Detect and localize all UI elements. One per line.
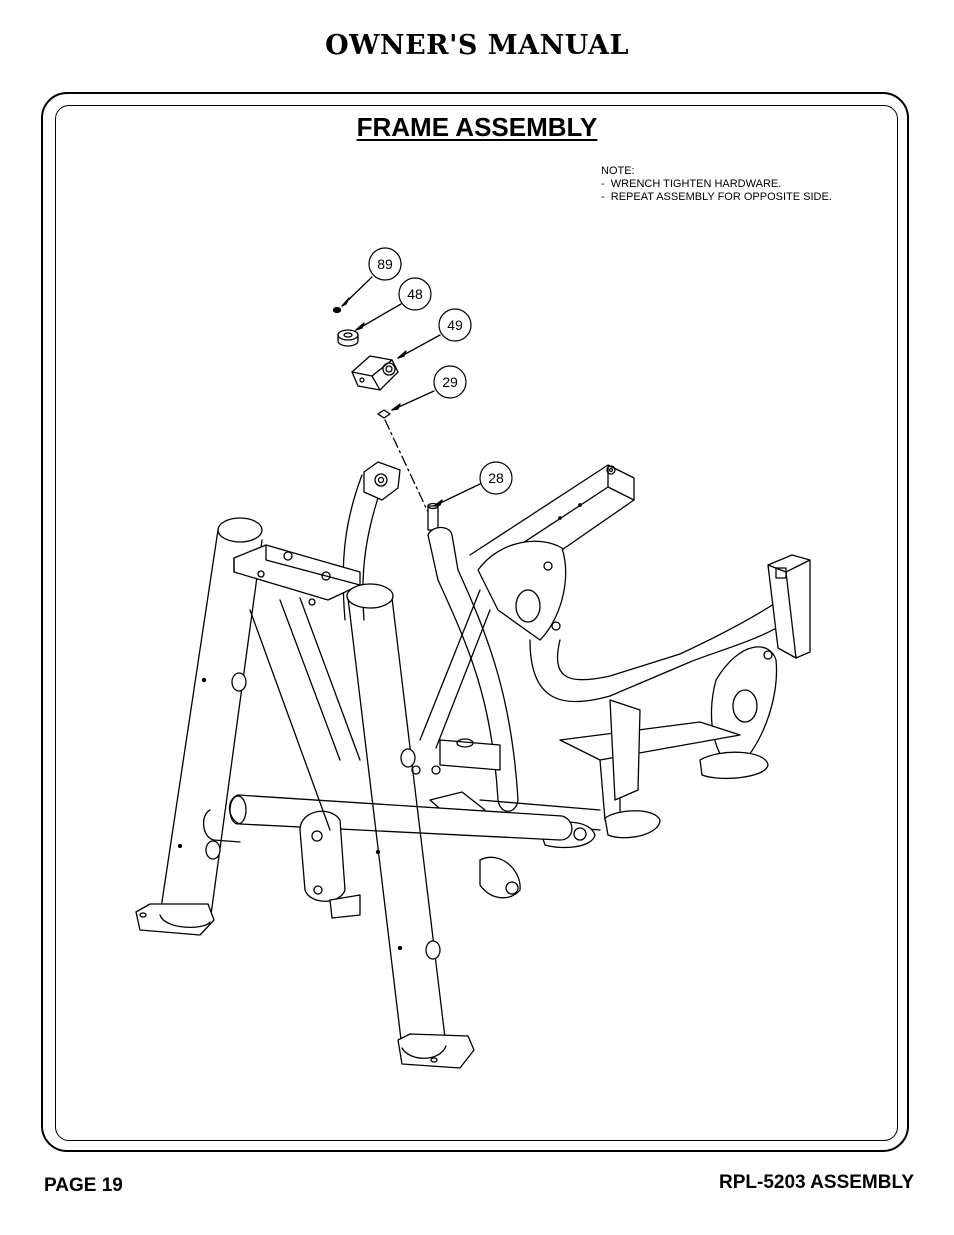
manual-title: OWNER'S MANUAL bbox=[325, 30, 629, 61]
pivot-plate bbox=[477, 540, 567, 641]
diagonal-brace bbox=[249, 589, 491, 831]
right-leg bbox=[346, 583, 475, 1069]
callout-label-48: 48 bbox=[407, 286, 423, 302]
right-upright bbox=[767, 554, 811, 659]
callout-bubble-48 bbox=[398, 277, 432, 311]
note-line-2: - REPEAT ASSEMBLY FOR OPPOSITE SIDE. bbox=[601, 191, 832, 203]
right-pivot-plate bbox=[699, 646, 778, 780]
section-title: FRAME ASSEMBLY bbox=[356, 112, 598, 142]
callout-label-49: 49 bbox=[447, 317, 463, 333]
callout-bubble-28 bbox=[479, 461, 513, 495]
callout-bubble-49 bbox=[438, 308, 472, 342]
crossmember bbox=[203, 794, 573, 919]
callout-bubble-89 bbox=[368, 247, 402, 281]
left-leg bbox=[135, 517, 263, 936]
fastener-29 bbox=[377, 409, 391, 419]
top-bracket bbox=[233, 544, 361, 606]
callout-label-89: 89 bbox=[377, 256, 393, 272]
leader-lines bbox=[341, 276, 481, 507]
callout-label-28: 28 bbox=[488, 470, 504, 486]
note-line-1: - WRENCH TIGHTEN HARDWARE. bbox=[601, 178, 782, 190]
assembly-centerline bbox=[384, 419, 429, 513]
washer-48 bbox=[337, 329, 359, 347]
outer-frame bbox=[41, 92, 909, 1152]
bolt-89 bbox=[332, 306, 342, 314]
inner-frame bbox=[55, 105, 898, 1141]
page-number: PAGE 19 bbox=[44, 1175, 123, 1196]
clamp-49 bbox=[351, 355, 399, 391]
base-frame bbox=[429, 699, 741, 899]
note-heading: NOTE: bbox=[601, 165, 635, 177]
assembly-note: NOTE: - WRENCH TIGHTEN HARDWARE. - REPEA… bbox=[601, 165, 832, 204]
document-name: RPL-5203 ASSEMBLY bbox=[719, 1172, 914, 1193]
callout-label-29: 29 bbox=[442, 374, 458, 390]
callout-bubble-29 bbox=[433, 365, 467, 399]
